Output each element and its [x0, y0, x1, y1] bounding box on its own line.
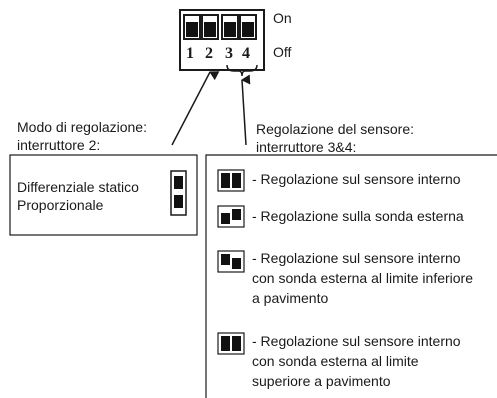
setting-icon-1 — [217, 169, 245, 192]
dip-switch-4 — [239, 14, 257, 40]
setting-3-line-1: - Regolazione sul sensore interno — [252, 250, 461, 266]
setting-4-line-3: superiore a pavimento — [252, 373, 391, 389]
dip-switch-2 — [201, 14, 219, 40]
switch-number-4: 4 — [242, 45, 250, 62]
setting-icon-3 — [217, 250, 245, 273]
setting-2-line-1: - Regolazione sulla sonda esterna — [252, 208, 464, 224]
option-differenziale-statico: Differenziale statico — [17, 179, 139, 195]
switch-number-1: 1 — [186, 45, 194, 62]
setting-4-line-1: - Regolazione sul sensore interno — [252, 333, 461, 349]
label-off: Off — [273, 44, 292, 60]
right-panel-title-1: Regolazione del sensore: — [256, 121, 414, 137]
left-panel-title-2: interruttore 2: — [17, 137, 101, 153]
switch-number-2: 2 — [205, 45, 213, 62]
dip-switch-3 — [221, 14, 239, 40]
right-panel-title-2: interruttore 3&4: — [256, 139, 357, 155]
option-proporzionale: Proporzionale — [17, 197, 104, 213]
left-panel-border — [9, 154, 198, 236]
arrow-to-switch-2 — [171, 71, 220, 146]
setting-4-line-2: con sonda esterna al limite — [252, 353, 419, 369]
setting-1-line-1: - Regolazione sul sensore interno — [252, 171, 461, 187]
setting-icon-4 — [217, 332, 245, 355]
arrow-to-switch-3-4 — [241, 74, 251, 146]
setting-icon-2 — [217, 205, 245, 228]
setting-3-line-2: con sonda esterna al limite inferiore — [252, 270, 474, 286]
right-panel-border — [205, 154, 497, 398]
setting-3-line-3: a pavimento — [252, 290, 329, 306]
switch-number-3: 3 — [225, 45, 233, 62]
mode-switch-icon — [170, 170, 187, 216]
left-panel-title-1: Modo di regolazione: — [17, 119, 147, 135]
dip-switch-1 — [183, 14, 201, 40]
label-on: On — [273, 10, 292, 26]
